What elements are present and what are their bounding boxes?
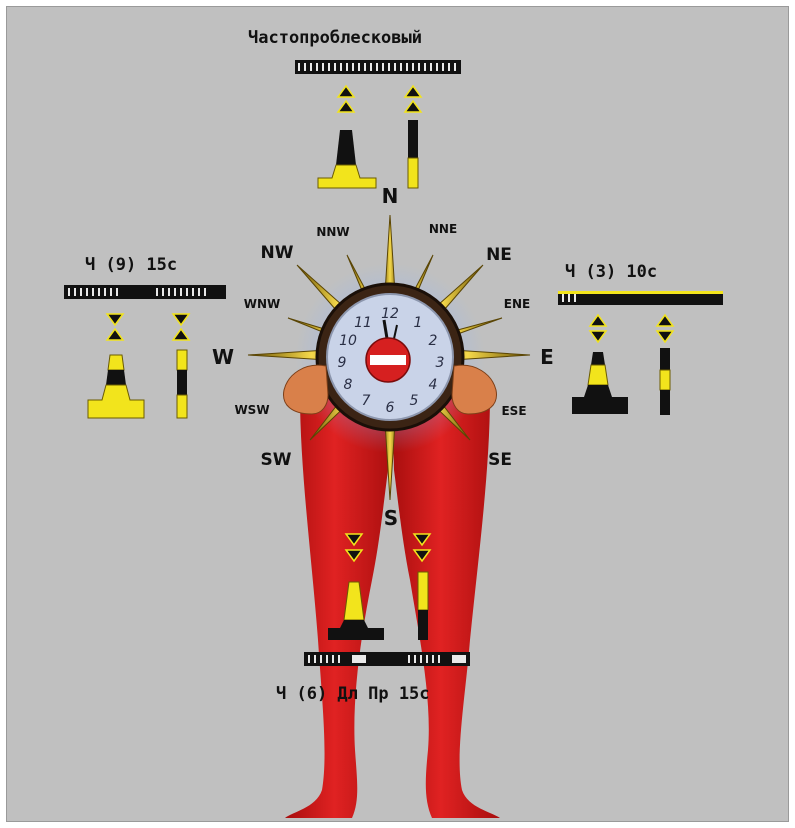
west-buoy-conical [108,355,124,370]
east-mark [558,291,723,415]
no-entry-icon [366,338,410,382]
clock-num-9: 9 [338,355,347,371]
compass-label-ese: ESE [501,404,526,418]
compass-label-ne: NE [486,245,512,265]
clock-num-5: 5 [410,393,419,409]
clock-num-11: 11 [354,315,372,331]
north-buoy-spar-black [408,120,418,158]
clock-num-8: 8 [344,377,353,393]
compass-label-sw: SW [261,450,292,470]
compass-label-e: E [540,345,554,369]
south-light-bar [304,652,470,666]
clock-num-3: 3 [436,355,445,371]
compass-label-s: S [384,506,398,530]
south-mark-title: Ч (6) Дл Пр 15с [276,684,430,704]
left-leg [285,395,395,818]
north-topmark-up-4 [405,101,421,112]
south-buoy-spar-black [418,610,428,640]
west-mark-title: Ч (9) 15с [85,255,177,275]
north-topmark-up-3 [405,86,421,97]
clock-num-2: 2 [429,333,438,349]
north-topmark-up-1 [338,86,354,97]
east-buoy-spar-1 [660,348,670,370]
clock-num-7: 7 [362,393,371,409]
compass-label-nw: NW [261,243,294,263]
north-mark-title: Частопроблесковый [248,28,422,48]
compass-label-wnw: WNW [244,297,281,311]
clock-num-1: 1 [414,315,423,331]
east-mark-title: Ч (3) 10с [565,262,657,282]
north-topmark-up-2 [338,101,354,112]
clock-num-4: 4 [429,377,438,393]
east-buoy-conical [591,352,605,365]
west-mark [64,285,226,418]
right-leg [392,395,500,818]
west-light-bar [64,285,226,299]
north-buoy-spar-yellow [408,158,418,188]
compass-label-wsw: WSW [234,403,269,417]
north-buoy-conical [336,130,356,165]
clock-num-6: 6 [386,400,395,416]
west-buoy-spar-1 [177,350,187,370]
clock-num-12: 12 [381,306,399,322]
clock-num-10: 10 [339,333,357,349]
compass-label-ene: ENE [504,297,530,311]
compass-label-nnw: NNW [316,225,349,239]
compass-label-w: W [212,345,234,369]
compass-label-nne: NNE [429,222,457,236]
compass-label-se: SE [488,450,512,470]
left-hand [284,365,328,414]
south-buoy-spar-yellow [418,572,428,610]
compass-label-n: N [382,184,399,208]
north-mark [295,60,461,188]
right-hand [452,365,496,414]
